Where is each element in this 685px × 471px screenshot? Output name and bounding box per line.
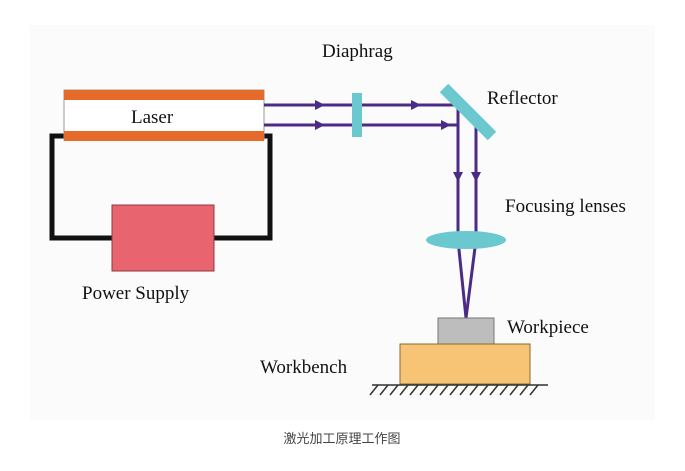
- beam-arrows: [300, 100, 481, 182]
- workpiece-block: [437, 317, 495, 345]
- hatch-mark: [459, 384, 469, 396]
- hatch-mark: [519, 384, 529, 396]
- ground-hatching: [369, 384, 548, 396]
- hatch-mark: [429, 384, 439, 396]
- hatch-mark: [369, 384, 379, 396]
- hatch-mark: [469, 384, 479, 396]
- hatch-mark: [379, 384, 389, 396]
- hatch-mark: [419, 384, 429, 396]
- hatch-mark: [499, 384, 509, 396]
- hatch-mark: [389, 384, 399, 396]
- label-workbench: Workbench: [260, 357, 348, 378]
- hatch-mark: [479, 384, 489, 396]
- hatch-mark: [449, 384, 459, 396]
- hatch-mark: [399, 384, 409, 396]
- laser-bottom-stripe: [64, 131, 264, 141]
- label-laser: Laser: [131, 107, 174, 128]
- label-workpiece: Workpiece: [507, 317, 589, 338]
- power-supply-box: [111, 204, 215, 272]
- figure-caption: 激光加工原理工作图: [283, 432, 400, 447]
- workbench-block: [399, 343, 531, 385]
- hatch-mark: [439, 384, 449, 396]
- hatch-mark: [509, 384, 519, 396]
- label-reflector: Reflector: [487, 88, 558, 109]
- laser-top-stripe: [64, 90, 264, 100]
- reflector-mirror: [439, 83, 497, 141]
- laser-tube: [63, 89, 265, 141]
- hatch-mark: [529, 384, 539, 396]
- hatch-mark: [489, 384, 499, 396]
- power-wire-right: [214, 133, 273, 241]
- hatch-mark: [409, 384, 419, 396]
- label-diaphragm: Diaphrag: [322, 41, 393, 62]
- power-wire: [49, 133, 112, 241]
- focusing-lens: [426, 231, 506, 249]
- label-power-supply: Power Supply: [82, 283, 190, 304]
- diaphragm: [352, 93, 362, 137]
- label-focusing-lenses: Focusing lenses: [505, 196, 626, 217]
